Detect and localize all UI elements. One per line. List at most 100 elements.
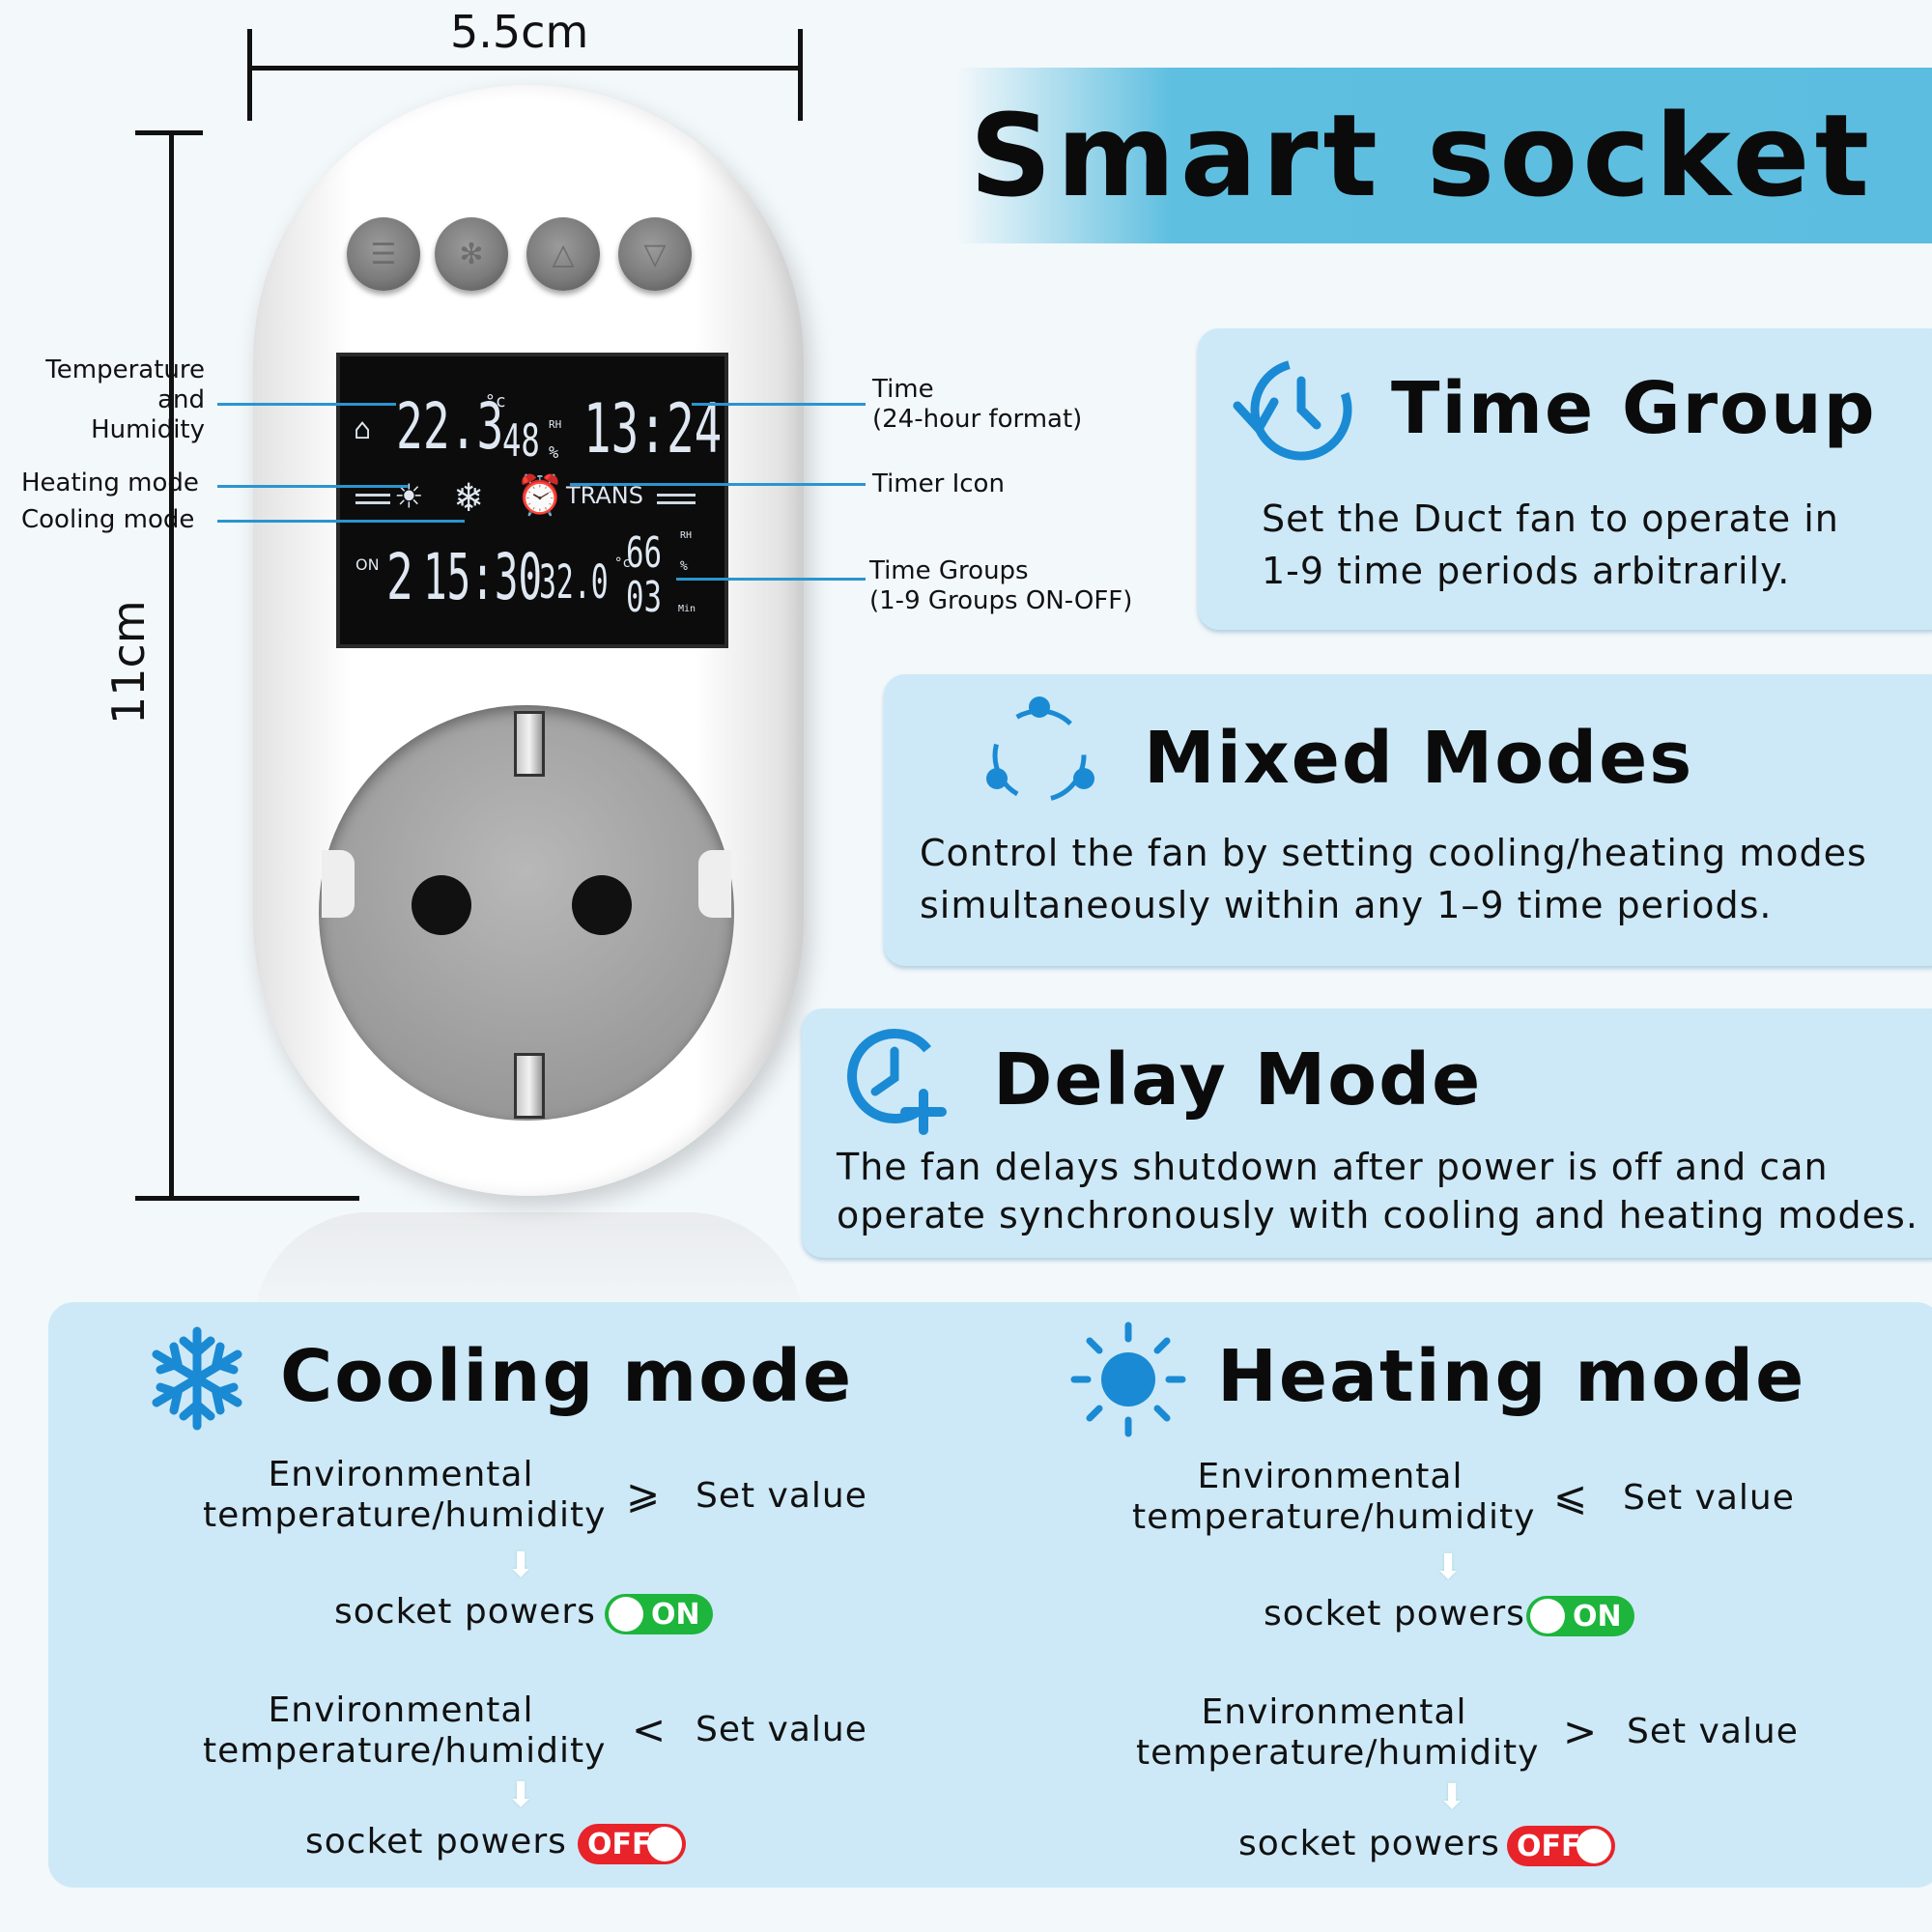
- cooling-rule-2-powers: socket powers: [305, 1822, 567, 1861]
- cooling-rule-1-condition-line1: Environmental: [268, 1455, 534, 1494]
- callout-line-cooling: [217, 520, 465, 523]
- lcd-temperature: 22.3: [396, 389, 504, 464]
- heating-rule-2-set-value: Set value: [1627, 1712, 1799, 1751]
- cycle-dots-icon: [986, 696, 1094, 803]
- page-title: Smart socket: [969, 89, 1874, 222]
- lcd-temp-unit: °c: [485, 391, 506, 412]
- callout-time-groups-line2: (1-9 Groups ON-OFF): [869, 586, 1133, 615]
- height-dimension-tick-top: [135, 130, 203, 135]
- callout-time: Time (24-hour format): [872, 375, 1082, 435]
- cooling-rule-1-toggle-on: ON: [605, 1594, 713, 1634]
- lcd-dash-left-2: [355, 501, 390, 504]
- feature-card-mixed-modes: [884, 674, 1932, 966]
- height-dimension-label: 11cm: [102, 600, 155, 724]
- fan-icon: ✻: [459, 237, 484, 271]
- down-button[interactable]: ▽: [618, 217, 692, 291]
- lcd-set-temp: 32.0: [539, 555, 609, 610]
- down-arrow-icon: ⬇: [1437, 1777, 1467, 1817]
- socket-notch-left: [322, 850, 355, 918]
- feature-card-delay-mode: [802, 1009, 1932, 1258]
- callout-timer-icon: Timer Icon: [872, 469, 1005, 498]
- title-banner: [956, 68, 1932, 243]
- cooling-rule-2-operator: <: [632, 1706, 667, 1753]
- lcd-trans-label: TRANS: [566, 482, 643, 509]
- heating-rule-1-set-value: Set value: [1623, 1478, 1795, 1518]
- snowflake-icon: [152, 1326, 242, 1431]
- lcd-snowflake-icon: ❄: [456, 472, 482, 522]
- height-dimension-line: [169, 131, 174, 1200]
- callout-time-line2: (24-hour format): [872, 405, 1083, 434]
- feature-desc-mixed-modes-line1: Control the fan by setting cooling/heati…: [920, 832, 1867, 874]
- heating-rule-2-powers: socket powers: [1238, 1824, 1500, 1863]
- socket-ground-clip-bottom: [514, 1053, 545, 1119]
- lcd-min-label: Min: [678, 604, 696, 614]
- lcd-set-rh: RH: [680, 530, 693, 541]
- fan-button[interactable]: ✻: [435, 217, 508, 291]
- callout-cooling: Cooling mode: [21, 505, 195, 534]
- cooling-rule-2-set-value: Set value: [696, 1710, 867, 1749]
- sun-icon: [1070, 1321, 1186, 1437]
- up-button[interactable]: △: [526, 217, 600, 291]
- cooling-rule-2-condition-line2: temperature/humidity: [203, 1731, 607, 1771]
- feature-title-delay-mode: Delay Mode: [993, 1038, 1483, 1122]
- clock-rewind-icon: [1233, 358, 1352, 461]
- lcd-group-time: 15:30: [423, 540, 543, 614]
- lcd-humidity-unit: %: [549, 443, 559, 463]
- cooling-rule-1-condition: Environmental temperature/humidity: [203, 1455, 605, 1536]
- lcd-sun-icon: ☀: [396, 472, 422, 522]
- toggle-knob: [647, 1827, 682, 1861]
- toggle-label: OFF: [1517, 1830, 1581, 1863]
- callout-temp-humidity-line3: Humidity: [91, 415, 205, 444]
- heating-rule-2-condition-line1: Environmental: [1201, 1692, 1467, 1732]
- toggle-knob: [1530, 1599, 1565, 1634]
- clock-plus-icon: [847, 1029, 947, 1135]
- heating-rule-2-toggle-off: OFF: [1507, 1826, 1615, 1866]
- lcd-humidity: 48: [502, 414, 540, 467]
- toggle-knob: [609, 1597, 643, 1632]
- menu-button[interactable]: ☰: [347, 217, 420, 291]
- lcd-set-humidity: 66: [626, 528, 663, 578]
- callout-line-timer: [570, 483, 866, 486]
- width-dimension-tick-left: [247, 29, 252, 121]
- callout-time-groups-line1: Time Groups: [869, 556, 1029, 585]
- callout-temp-humidity-line1: Temperature: [45, 355, 205, 384]
- heating-rule-2-condition-line2: temperature/humidity: [1136, 1733, 1540, 1773]
- height-dimension-tick-bottom: [135, 1196, 359, 1201]
- lcd-dash-right-1: [657, 494, 696, 497]
- feature-desc-mixed-modes-line2: simultaneously within any 1–9 time perio…: [920, 884, 1773, 926]
- heating-rule-2-condition: Environmental temperature/humidity: [1136, 1692, 1540, 1774]
- down-arrow-icon: ⬇: [506, 1546, 536, 1585]
- callout-temp-humidity-line2: and: [157, 385, 205, 414]
- toggle-label: ON: [651, 1598, 700, 1632]
- down-arrow-icon: ⬇: [506, 1776, 536, 1815]
- heating-rule-1-condition: Environmental temperature/humidity: [1132, 1457, 1536, 1538]
- cooling-rule-1-operator: ⩾: [626, 1470, 661, 1518]
- socket-ground-clip-top: [514, 711, 545, 777]
- down-arrow-icon: ⬇: [1434, 1548, 1463, 1587]
- cooling-rule-2-condition-line1: Environmental: [268, 1690, 534, 1730]
- heating-rule-1-condition-line2: temperature/humidity: [1132, 1497, 1536, 1537]
- callout-line-time: [692, 403, 866, 406]
- callout-line-groups: [676, 578, 866, 581]
- lcd-alarm-clock-icon: ⏰: [516, 473, 564, 518]
- socket-pin-hole-right: [572, 875, 632, 935]
- heating-rule-1-powers: socket powers: [1264, 1594, 1525, 1634]
- feature-desc-delay-mode: The fan delays shutdown after power is o…: [837, 1143, 1918, 1239]
- lcd-humidity-rh: RH: [549, 418, 562, 431]
- heating-rule-2-operator: >: [1563, 1708, 1598, 1755]
- width-dimension-tick-right: [798, 29, 803, 121]
- lcd-set-temp-unit: °c: [614, 555, 631, 571]
- feature-card-time-group: [1198, 328, 1932, 630]
- heating-mode-title: Heating mode: [1217, 1335, 1806, 1418]
- feature-desc-time-group: Set the Duct fan to operate in 1-9 time …: [1262, 493, 1839, 597]
- feature-title-time-group: Time Group: [1391, 367, 1877, 450]
- lcd-display: ⌂ 22.3 °c 48 RH % 13:24 ☀ ❄ ⏰ TRANS ON 2…: [336, 353, 728, 648]
- socket-pin-hole-left: [412, 875, 471, 935]
- toggle-label: ON: [1573, 1600, 1622, 1634]
- callout-heating: Heating mode: [21, 469, 199, 497]
- width-dimension-line: [249, 66, 802, 71]
- cooling-mode-title: Cooling mode: [280, 1335, 854, 1418]
- toggle-knob: [1577, 1829, 1611, 1863]
- toggle-label: OFF: [587, 1828, 652, 1861]
- cooling-rule-1-powers: socket powers: [334, 1592, 596, 1632]
